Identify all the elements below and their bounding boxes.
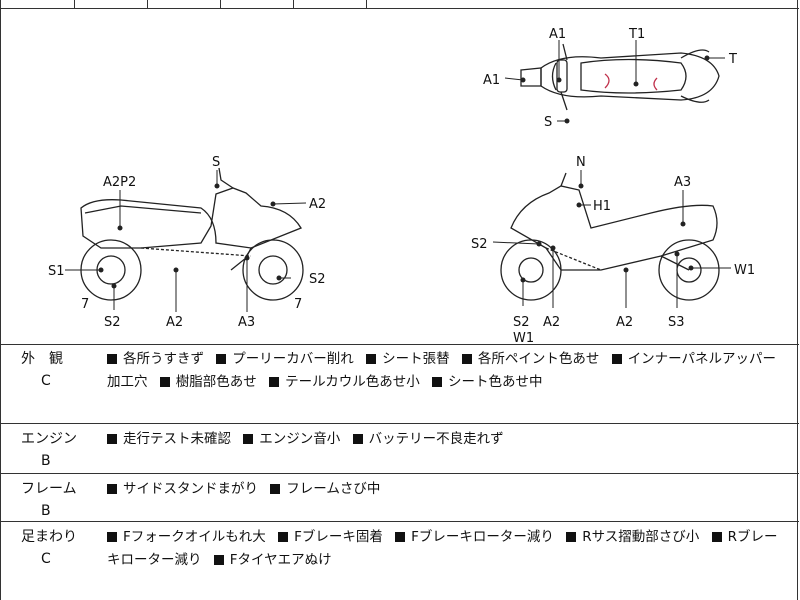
item-list: 走行テスト未確認 エンジン音小 バッテリー不良走れず bbox=[107, 428, 787, 451]
item-list: サイドスタンドまがり フレームさび中 bbox=[107, 478, 787, 501]
scooter-rear-view bbox=[500, 172, 720, 301]
label-side-a2b: A2 bbox=[166, 315, 183, 330]
label-side-s2a: S2 bbox=[104, 315, 121, 330]
item-list: 各所うすきず プーリーカバー削れ シート張替 各所ペイント色あせ インナーパネル… bbox=[107, 348, 787, 394]
label-top-t: T bbox=[728, 52, 737, 67]
list-item: 各所うすきず bbox=[107, 351, 204, 367]
list-item: Fフォークオイルもれ大 bbox=[107, 529, 266, 545]
label-side-a3: A3 bbox=[238, 315, 255, 330]
label-side-s1: S1 bbox=[48, 264, 65, 279]
label-rear-s2: S2 bbox=[471, 237, 488, 252]
list-item: Rブレーキローター減り bbox=[107, 529, 778, 568]
label-rear-h1: H1 bbox=[593, 199, 611, 214]
scooter-top-view bbox=[520, 43, 720, 111]
list-item: 各所ペイント色あせ bbox=[461, 351, 599, 367]
label-side-s: S bbox=[212, 155, 220, 170]
grade: C bbox=[41, 373, 51, 389]
list-item: Fブレーキローター減り bbox=[395, 529, 554, 545]
list-item: プーリーカバー削れ bbox=[216, 351, 354, 367]
label-rear-w1: W1 bbox=[734, 263, 755, 278]
label-top-t1: T1 bbox=[628, 27, 645, 42]
item-list: Fフォークオイルもれ大 Fブレーキ固着 Fブレーキローター減り Rサス摺動部さび… bbox=[107, 526, 787, 572]
list-item: 樹脂部色あせ bbox=[159, 374, 257, 390]
list-item: Rサス摺動部さび小 bbox=[566, 529, 699, 545]
label-rear-w1b: W1 bbox=[513, 331, 534, 344]
label-rear-s2b: S2 bbox=[513, 315, 530, 330]
scooter-diagram-svg: A1 T1 A1 T S A2P2 S A2 S1 7 S2 A2 A3 S2 … bbox=[48, 27, 755, 344]
header-row-remnant bbox=[1, 0, 799, 9]
label-side-a2: A2 bbox=[309, 197, 326, 212]
grade: C bbox=[41, 551, 51, 567]
list-item: シート色あせ中 bbox=[432, 374, 543, 390]
label-top-s: S bbox=[544, 115, 552, 130]
label-rear-s3: S3 bbox=[668, 315, 685, 330]
list-item: インナーパネルアッパー加工穴 bbox=[107, 351, 777, 390]
grade: B bbox=[41, 453, 51, 469]
label-rear-n: N bbox=[576, 155, 586, 170]
label-side-s2b: S2 bbox=[309, 272, 326, 287]
label-dots bbox=[98, 55, 710, 289]
list-item: エンジン音小 bbox=[243, 431, 340, 447]
list-item: フレームさび中 bbox=[270, 481, 380, 497]
label-rear-a3: A3 bbox=[674, 175, 691, 190]
label-side-7a: 7 bbox=[81, 297, 89, 312]
grade: B bbox=[41, 503, 51, 519]
label-rear-a2a: A2 bbox=[543, 315, 560, 330]
list-item: Fブレーキ固着 bbox=[278, 529, 383, 545]
leader-lines bbox=[65, 40, 731, 312]
list-item: サイドスタンドまがり bbox=[107, 481, 258, 497]
label-side-a2p2: A2P2 bbox=[103, 175, 136, 190]
list-item: バッテリー不良走れず bbox=[352, 431, 504, 447]
damage-diagram: A1 T1 A1 T S A2P2 S A2 S1 7 S2 A2 A3 S2 … bbox=[1, 8, 799, 345]
label-rear-a2b: A2 bbox=[616, 315, 633, 330]
label-top-a1b: A1 bbox=[483, 73, 500, 88]
label-side-7b: 7 bbox=[294, 297, 302, 312]
list-item: シート張替 bbox=[366, 351, 450, 367]
list-item: Fタイヤエアぬけ bbox=[213, 552, 332, 568]
label-top-a1: A1 bbox=[549, 27, 566, 42]
list-item: 走行テスト未確認 bbox=[107, 431, 231, 447]
list-item: テールカウル色あせ小 bbox=[269, 374, 420, 390]
